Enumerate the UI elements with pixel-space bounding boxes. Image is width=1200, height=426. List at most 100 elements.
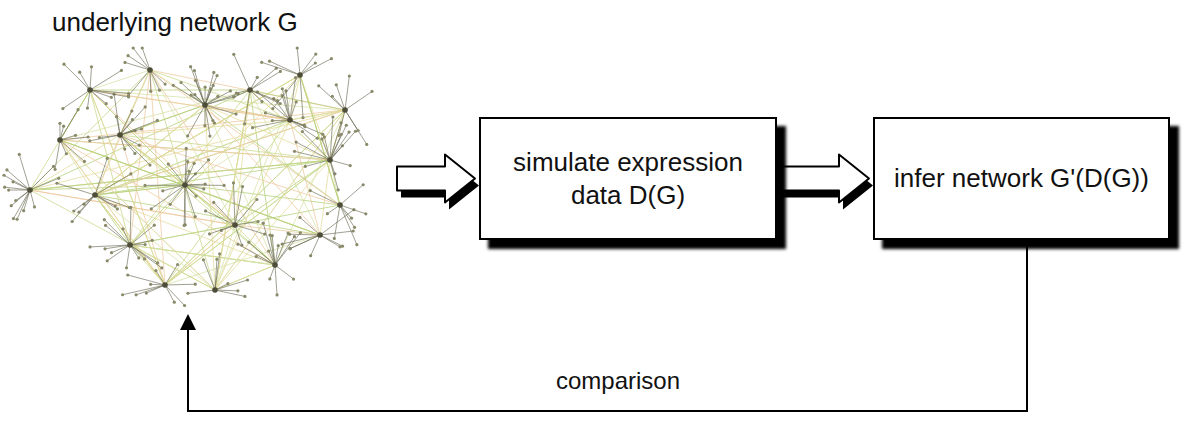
network-leaf bbox=[103, 247, 106, 250]
network-hub bbox=[162, 282, 168, 288]
network-spoke bbox=[184, 185, 186, 225]
network-spoke bbox=[250, 90, 278, 101]
network-spoke bbox=[275, 265, 277, 295]
network-leaf bbox=[211, 119, 214, 122]
network-leaf bbox=[121, 293, 124, 296]
network-leaf bbox=[331, 115, 334, 118]
network-leaf bbox=[218, 252, 221, 255]
network-spoke bbox=[165, 264, 178, 285]
network-leaf bbox=[204, 183, 207, 186]
network-leaf bbox=[203, 124, 206, 127]
network-spoke bbox=[210, 225, 235, 234]
network-leaf bbox=[212, 201, 215, 204]
process-box: simulate expression data D(G) bbox=[479, 117, 777, 240]
network-leaf bbox=[18, 153, 21, 156]
network-leaf bbox=[123, 148, 126, 151]
network-spoke bbox=[250, 71, 280, 90]
network-node: underlying network G bbox=[0, 0, 395, 318]
network-leaf bbox=[121, 227, 124, 230]
network-hub bbox=[182, 182, 188, 188]
network-spoke bbox=[290, 120, 317, 138]
network-spoke bbox=[95, 195, 115, 206]
network-leaf bbox=[115, 115, 118, 118]
network-spoke bbox=[311, 235, 320, 256]
network-spoke bbox=[99, 135, 120, 137]
network-spoke bbox=[128, 56, 150, 70]
network-leaf bbox=[255, 255, 258, 258]
network-hub bbox=[127, 242, 133, 248]
network-edge bbox=[60, 140, 215, 290]
network-leaf bbox=[138, 144, 141, 147]
network-leaf bbox=[260, 100, 263, 103]
network-spoke bbox=[290, 102, 296, 120]
network-spoke bbox=[330, 123, 341, 160]
network-spoke bbox=[13, 182, 30, 190]
network-leaf bbox=[151, 239, 154, 242]
network-spoke bbox=[163, 185, 185, 191]
network-leaf bbox=[204, 86, 207, 89]
network-leaf bbox=[3, 186, 6, 189]
network-spoke bbox=[150, 70, 152, 91]
network-leaf bbox=[271, 119, 274, 122]
network-leaf bbox=[251, 126, 254, 129]
network-leaf bbox=[275, 293, 278, 296]
network-leaf bbox=[262, 222, 265, 225]
network-spoke bbox=[95, 195, 117, 209]
network-edge bbox=[120, 135, 340, 205]
network-leaf bbox=[289, 247, 292, 250]
network-spoke bbox=[233, 183, 235, 225]
network-spoke bbox=[205, 91, 230, 105]
network-leaf bbox=[215, 74, 218, 77]
network-leaf bbox=[241, 185, 244, 188]
network-leaf bbox=[33, 205, 36, 208]
network-leaf bbox=[240, 244, 243, 247]
network-spoke bbox=[290, 235, 320, 249]
network-leaf bbox=[14, 199, 17, 202]
network-leaf bbox=[348, 74, 351, 77]
network-leaf bbox=[298, 216, 301, 219]
network-leaf bbox=[263, 232, 266, 235]
network-leaf bbox=[65, 152, 68, 155]
network-spoke bbox=[235, 187, 243, 225]
network-spoke bbox=[128, 70, 150, 96]
network-hub bbox=[327, 157, 333, 163]
network-hub bbox=[212, 287, 218, 293]
network-spoke bbox=[60, 110, 78, 140]
network-leaf bbox=[281, 243, 284, 246]
network-edge bbox=[205, 105, 215, 290]
network-spoke bbox=[249, 242, 275, 265]
network-leaf bbox=[90, 65, 93, 68]
network-spoke bbox=[235, 222, 258, 225]
network-leaf bbox=[323, 135, 326, 138]
network-leaf bbox=[87, 135, 90, 138]
network-hub bbox=[342, 107, 348, 113]
network-hub bbox=[92, 192, 98, 198]
network-spoke bbox=[290, 234, 320, 236]
network-leaf bbox=[268, 60, 271, 63]
network-leaf bbox=[103, 218, 106, 221]
network-leaf bbox=[172, 84, 175, 87]
network-edge bbox=[30, 190, 235, 225]
arrow-body bbox=[779, 155, 869, 203]
network-spoke bbox=[63, 90, 90, 109]
network-leaf bbox=[293, 235, 296, 238]
network-edge bbox=[130, 245, 165, 285]
network-spoke bbox=[120, 107, 145, 135]
network-leaf bbox=[256, 76, 259, 79]
network-spoke bbox=[275, 233, 300, 265]
network-spoke bbox=[206, 211, 235, 225]
network-hub bbox=[87, 87, 93, 93]
network-leaf bbox=[137, 256, 140, 259]
network-edge bbox=[90, 90, 250, 91]
network-edge bbox=[150, 70, 290, 120]
network-edge bbox=[130, 225, 235, 245]
network-leaf bbox=[179, 81, 182, 84]
network-spoke bbox=[214, 202, 235, 225]
network-spoke bbox=[275, 265, 294, 279]
network-leaf bbox=[232, 95, 235, 98]
network-leaf bbox=[144, 105, 147, 108]
network-spoke bbox=[120, 135, 135, 153]
network-leaf bbox=[62, 63, 65, 66]
network-spoke bbox=[11, 190, 30, 206]
network-spoke bbox=[120, 135, 150, 165]
